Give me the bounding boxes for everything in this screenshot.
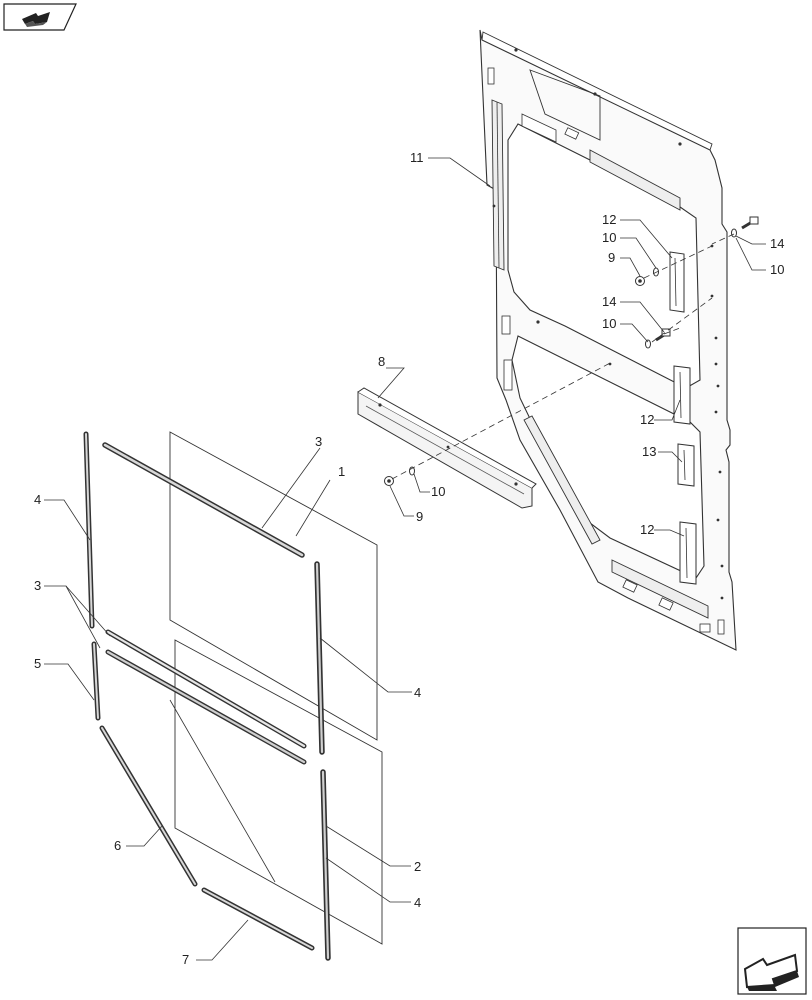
seal-strip-3-lower (105, 649, 307, 765)
return-to-index-button[interactable] (3, 3, 77, 31)
seal-strip-4-left (83, 431, 95, 629)
bolt-14-right (741, 216, 759, 230)
hinge-bracket-13 (677, 443, 695, 487)
return-to-index-arrow-icon (3, 3, 77, 31)
callout-9-a: 9 (608, 250, 615, 265)
nut-9-mid (384, 476, 394, 486)
bolt-14-lower (655, 328, 671, 342)
callout-12-c: 12 (640, 522, 654, 537)
callout-10-b: 10 (770, 262, 784, 277)
callout-7: 7 (182, 952, 189, 967)
hinge-bracket-12-lower (679, 521, 697, 585)
seal-strip-3-top (102, 442, 305, 558)
callout-12-a: 12 (602, 212, 616, 227)
glass-panel-2 (174, 639, 383, 945)
callout-9-mid: 9 (416, 509, 423, 524)
callout-12-b: 12 (640, 412, 654, 427)
callout-2: 2 (414, 859, 421, 874)
callout-4-right-bottom: 4 (414, 895, 421, 910)
seal-strip-6 (99, 725, 198, 887)
callout-4-left: 4 (34, 492, 41, 507)
callout-14-a: 14 (770, 236, 784, 251)
next-page-button[interactable] (737, 927, 807, 995)
callout-11: 11 (410, 150, 424, 165)
seal-strip-3-middle (105, 629, 307, 749)
leader-lines (44, 157, 766, 961)
callout-1: 1 (338, 464, 345, 479)
hinge-bracket-12-upper (669, 251, 685, 313)
glass-panel-1 (169, 431, 378, 741)
callout-4-right-top: 4 (414, 685, 421, 700)
seal-strip-7 (201, 887, 315, 951)
nut-9-upper (635, 276, 645, 286)
callout-13: 13 (642, 444, 656, 459)
washer-10-right (731, 228, 737, 238)
callout-8: 8 (378, 354, 385, 369)
bracket-8 (357, 387, 537, 509)
callout-14-b: 14 (602, 294, 616, 309)
callout-3-left: 3 (34, 578, 41, 593)
seal-strip-5 (91, 641, 101, 721)
callout-3-top: 3 (315, 434, 322, 449)
callout-5: 5 (34, 656, 41, 671)
callout-10-c: 10 (602, 316, 616, 331)
cab-panel-11 (479, 29, 737, 651)
assembly-lines (391, 233, 735, 480)
callout-10-mid: 10 (431, 484, 445, 499)
callout-6: 6 (114, 838, 121, 853)
seal-strip-4-right-bottom (320, 769, 331, 961)
seal-strip-4-right-top (314, 561, 325, 755)
hinge-bracket-12-middle (673, 365, 691, 425)
next-page-arrow-icon (737, 927, 807, 995)
washer-10-lower (645, 339, 651, 349)
callout-10-a: 10 (602, 230, 616, 245)
